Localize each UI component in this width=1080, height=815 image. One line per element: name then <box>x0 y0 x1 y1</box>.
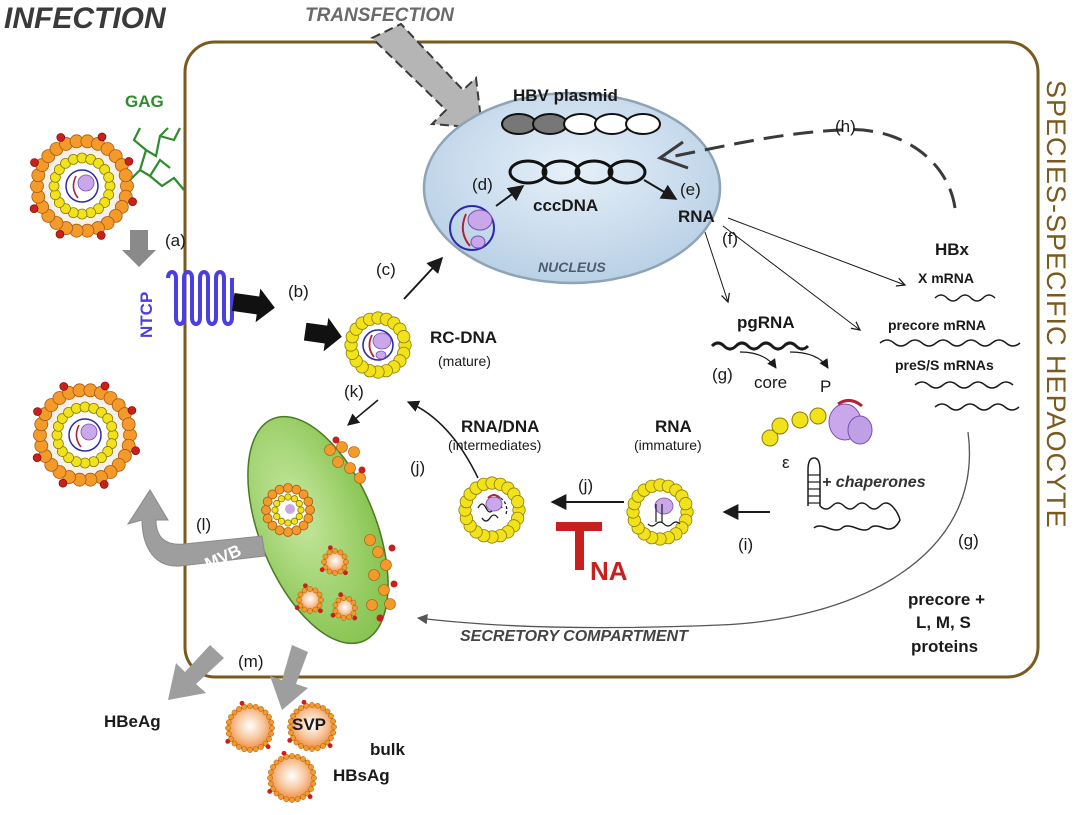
hbv-plasmid-label: HBV plasmid <box>513 86 618 105</box>
arrow-l-secretion <box>126 489 266 567</box>
arrow-d <box>495 185 525 207</box>
arrow-c <box>403 256 444 300</box>
precore-proteins-line3: proteins <box>911 637 978 656</box>
immature-label: (immature) <box>634 437 702 453</box>
label-l: (l) <box>196 515 211 534</box>
arrow-b-2 <box>303 317 342 352</box>
rc-dna-mature-capsid <box>344 311 412 379</box>
rna-nucleus-label: RNA <box>678 207 715 226</box>
precore-mrna-label: precore mRNA <box>888 317 986 333</box>
hbv-plasmid <box>501 113 661 135</box>
label-i: (i) <box>738 535 753 554</box>
epsilon-stem-loop <box>807 457 901 531</box>
precore-proteins-line2: L, M, S <box>916 613 971 632</box>
mature-label: (mature) <box>438 353 491 369</box>
label-h: (h) <box>835 117 856 136</box>
pres-mrna-wave-2 <box>934 403 1020 411</box>
label-j-1: (j) <box>410 458 425 477</box>
arrow-h-head <box>656 140 689 170</box>
chaperones-label: + chaperones <box>822 474 926 491</box>
core-label: core <box>754 373 787 392</box>
hbeag-label: HBeAg <box>104 712 161 731</box>
cccdna-chain <box>508 159 647 185</box>
label-a: (a) <box>165 231 186 250</box>
p-label: P <box>820 377 831 396</box>
x-mrna-wave <box>934 294 996 302</box>
pgrna-label: pgRNA <box>737 313 795 332</box>
released-virion <box>32 381 140 489</box>
label-g-1: (g) <box>712 365 733 384</box>
nucleus <box>422 91 722 285</box>
label-e: (e) <box>680 180 701 199</box>
tna-inhibitor <box>556 522 602 570</box>
arrow-f-to-pgrna <box>704 231 728 302</box>
rna-immature-label: RNA <box>655 417 692 436</box>
arrow-to-core <box>739 351 777 369</box>
arrow-f-to-precore-mrna <box>722 225 860 330</box>
label-m: (m) <box>238 652 263 671</box>
transfection-title: TRANSFECTION <box>305 5 455 26</box>
rna-dna-label: RNA/DNA <box>461 417 539 436</box>
mvb-compartment <box>247 415 389 645</box>
arrow-to-p <box>789 351 829 369</box>
arrow-f-to-x-mrna <box>727 217 905 285</box>
pres-mrna-label: preS/S mRNAs <box>895 357 994 373</box>
precore-proteins-line1: precore + <box>908 590 985 609</box>
label-g-2: (g) <box>958 531 979 550</box>
nucleus-label: NUCLEUS <box>538 259 606 275</box>
arrow-a <box>122 230 156 267</box>
nuclear-rcdna-genome <box>449 205 495 251</box>
species-specific-hepatocyte-label: SPECIES-SPECIFIC HEPAOCYTE <box>1041 80 1071 529</box>
pres-mrna-wave-1 <box>914 381 1014 389</box>
label-c: (c) <box>376 260 396 279</box>
arrow-j-to-rcdna <box>406 400 479 479</box>
label-j-2: (j) <box>578 476 593 495</box>
pgrna-wave <box>710 341 810 351</box>
cccdna-label: cccDNA <box>533 196 598 215</box>
label-k: (k) <box>344 382 364 401</box>
hbx-label: HBx <box>935 240 970 259</box>
mvb-virion <box>261 483 315 537</box>
arrow-m-hbeag <box>168 645 224 700</box>
hbsag-label: HBsAg <box>333 766 390 785</box>
arrow-h-hbx-feedback <box>664 128 957 209</box>
mvb-svp-particles <box>294 545 358 621</box>
arrow-b-1 <box>231 288 275 323</box>
precore-mrna-wave <box>879 339 1021 347</box>
ntcp-receptor <box>166 270 234 326</box>
ntcp-label: NTCP <box>137 292 156 338</box>
hepatocyte-cell-border <box>183 40 1040 679</box>
rna-immature-capsid <box>626 478 694 546</box>
mvb-surface-proteins <box>324 436 398 622</box>
label-d: (d) <box>472 175 493 194</box>
label-b: (b) <box>288 282 309 301</box>
bulk-label: bulk <box>370 740 405 759</box>
epsilon-label: ε <box>782 453 790 472</box>
gag-label: GAG <box>125 92 164 111</box>
polymerase-protein <box>828 399 873 445</box>
svp-particles <box>225 699 337 803</box>
arrow-e <box>643 179 678 200</box>
secretory-curve <box>416 431 971 629</box>
transfection-arrow <box>370 22 484 130</box>
arrow-m-svp <box>270 645 308 710</box>
x-mrna-label: X mRNA <box>918 270 974 286</box>
infecting-virion <box>29 132 137 240</box>
rc-dna-label: RC-DNA <box>430 328 497 347</box>
core-proteins <box>761 407 827 447</box>
gag-chains <box>127 127 185 191</box>
rna-dna-capsid <box>458 476 526 544</box>
svp-label: SVP <box>292 715 326 734</box>
infection-title: INFECTION <box>4 2 167 35</box>
secretory-compartment-label: SECRETORY COMPARTMENT <box>460 628 689 645</box>
intermediates-label: (intermediates) <box>448 437 541 453</box>
arrow-k <box>347 399 379 426</box>
tna-na-label: NA <box>590 556 628 586</box>
